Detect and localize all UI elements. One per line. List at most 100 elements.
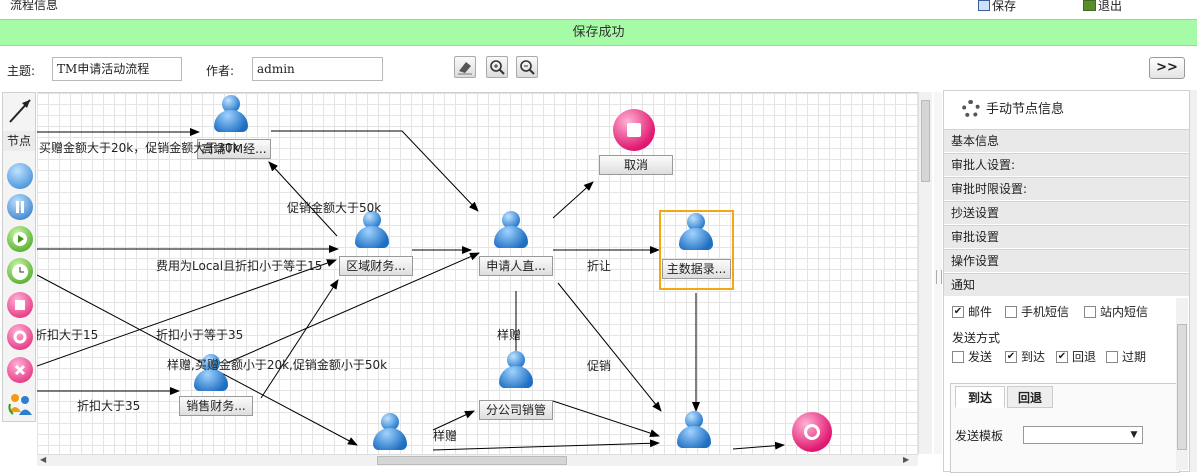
panel-scrollbar[interactable] bbox=[1176, 298, 1188, 470]
edge-label: 样赠,买赠金额小于20k,促销金额小于50k bbox=[167, 358, 388, 372]
save-icon bbox=[978, 0, 990, 11]
exit-button-label: 退出 bbox=[1098, 0, 1123, 13]
author-label: 作者: bbox=[206, 64, 235, 78]
node-master-data-icon[interactable] bbox=[667, 213, 727, 259]
eraser-button[interactable] bbox=[454, 56, 476, 78]
section-approver[interactable]: 审批人设置: bbox=[944, 153, 1189, 176]
node-applicant[interactable]: 申请人直... bbox=[479, 256, 553, 276]
checkbox-arrive[interactable]: ✔ 到达 bbox=[1005, 348, 1045, 365]
node-sales-finance[interactable]: 销售财务... bbox=[179, 396, 253, 416]
node-branch-sales-icon[interactable] bbox=[487, 351, 547, 397]
vertical-scroll-thumb[interactable] bbox=[921, 100, 930, 182]
checkbox-rollback-box[interactable]: ✔ bbox=[1056, 350, 1068, 363]
zoom-in-button[interactable] bbox=[486, 56, 508, 78]
palette-cancel-icon[interactable] bbox=[7, 357, 33, 383]
scroll-right-icon[interactable]: ▶ bbox=[903, 455, 910, 464]
checkbox-rollback[interactable]: ✔ 回退 bbox=[1056, 348, 1096, 365]
edge-label: 折扣大于35 bbox=[77, 399, 141, 413]
scroll-left-icon[interactable]: ◀ bbox=[40, 455, 47, 464]
pause-glyph bbox=[16, 201, 24, 213]
node-tm-manager[interactable]: 高端TM经... bbox=[197, 139, 271, 159]
checkbox-email-label: 邮件 bbox=[968, 305, 993, 319]
canvas-horizontal-scrollbar[interactable]: ◀ ▶ bbox=[37, 454, 918, 466]
section-approval[interactable]: 审批设置 bbox=[944, 225, 1189, 248]
checkbox-site-msg[interactable]: 站内短信 bbox=[1084, 303, 1148, 320]
checkbox-expire[interactable]: 过期 bbox=[1106, 348, 1146, 365]
checkbox-site-msg-label: 站内短信 bbox=[1100, 305, 1149, 319]
checkbox-expire-box[interactable] bbox=[1106, 350, 1118, 363]
edge-final-to-end bbox=[732, 441, 785, 450]
node-sales-finance-icon[interactable] bbox=[182, 354, 242, 400]
flow-canvas[interactable]: 高端TM经... 区域财务... 申请人直... 主数据录... 分公司销管 销… bbox=[37, 92, 919, 455]
palette-multi-user-icon[interactable] bbox=[6, 390, 34, 418]
selected-node-highlight bbox=[659, 210, 734, 290]
checkbox-site-msg-box[interactable] bbox=[1084, 305, 1096, 318]
checkbox-send-box[interactable] bbox=[952, 350, 964, 363]
node-branch-sales[interactable]: 分公司销管 bbox=[479, 400, 553, 420]
node-bottom-task-icon[interactable] bbox=[361, 413, 421, 455]
edge-sales-to-region bbox=[260, 279, 339, 399]
checkbox-rollback-label: 回退 bbox=[1072, 350, 1097, 364]
tab-rollback[interactable]: 回退 bbox=[1007, 386, 1053, 408]
palette-start-icon[interactable] bbox=[7, 226, 33, 252]
save-button-label: 保存 bbox=[992, 0, 1017, 13]
palette-stop-icon[interactable] bbox=[7, 292, 33, 318]
edge-start-to-region-2 bbox=[37, 259, 337, 367]
section-cc[interactable]: 抄送设置 bbox=[944, 201, 1189, 224]
checkbox-email[interactable]: ✔ 邮件 bbox=[952, 303, 992, 320]
section-basic-info[interactable]: 基本信息 bbox=[944, 129, 1189, 152]
checkbox-email-box[interactable]: ✔ bbox=[952, 305, 964, 318]
subject-input[interactable]: TM申请活动流程 bbox=[52, 57, 182, 81]
tab-arrive[interactable]: 到达 bbox=[955, 386, 1005, 408]
node-applicant-icon[interactable] bbox=[482, 211, 542, 257]
section-operation[interactable]: 操作设置 bbox=[944, 249, 1189, 272]
node-final-task-icon[interactable] bbox=[665, 411, 725, 455]
stop-glyph bbox=[15, 300, 25, 310]
canvas-vertical-scrollbar[interactable] bbox=[918, 92, 932, 454]
section-notify[interactable]: 通知 bbox=[944, 273, 1189, 296]
edge-bottom-to-final bbox=[432, 439, 660, 451]
edge-label: 买赠金额大于20k，促销金额大于30k bbox=[39, 141, 240, 155]
pointer-tool[interactable] bbox=[7, 95, 33, 125]
checkbox-send[interactable]: 发送 bbox=[952, 348, 992, 365]
section-time-limit[interactable]: 审批时限设置: bbox=[944, 177, 1189, 200]
save-button[interactable]: 保存 bbox=[978, 0, 1016, 14]
template-select[interactable] bbox=[1023, 426, 1143, 444]
node-region-finance-icon[interactable] bbox=[343, 211, 403, 257]
node-tm-manager-icon[interactable] bbox=[202, 95, 262, 141]
node-master-data[interactable]: 主数据录... bbox=[662, 259, 731, 279]
panel-title: 手动节点信息 bbox=[986, 102, 1065, 117]
node-cancel[interactable]: 取消 bbox=[599, 155, 673, 175]
panel-header: 手动节点信息 bbox=[944, 91, 1189, 129]
splitter-grip[interactable] bbox=[936, 270, 942, 284]
palette-timer-icon[interactable] bbox=[7, 258, 33, 284]
users-glyph bbox=[8, 394, 32, 415]
author-input[interactable]: admin bbox=[252, 57, 383, 81]
panel-scroll-thumb[interactable] bbox=[1177, 324, 1187, 450]
checkbox-sms[interactable]: 手机短信 bbox=[1005, 303, 1069, 320]
palette-task-icon[interactable] bbox=[7, 163, 33, 189]
palette-end-icon[interactable] bbox=[7, 324, 33, 350]
end-node-icon[interactable] bbox=[792, 412, 832, 452]
zoom-out-icon bbox=[520, 60, 535, 75]
panel-splitter[interactable] bbox=[934, 92, 942, 454]
exit-button[interactable]: 退出 bbox=[1083, 0, 1122, 14]
expand-panel-button[interactable]: >> bbox=[1149, 57, 1185, 79]
checkbox-sms-box[interactable] bbox=[1005, 305, 1017, 318]
exit-icon bbox=[1083, 0, 1096, 11]
palette-pause-icon[interactable] bbox=[7, 194, 33, 220]
title-bar: 流程信息 保存 退出 bbox=[0, 0, 1197, 14]
node-region-finance[interactable]: 区域财务... bbox=[339, 256, 413, 276]
window-scrollbar[interactable] bbox=[1190, 90, 1197, 472]
cancel-stop-icon[interactable] bbox=[613, 109, 655, 151]
edge-applicant-to-final bbox=[557, 282, 662, 412]
clock-glyph bbox=[12, 264, 28, 280]
chevron-down-icon[interactable]: ▼ bbox=[1130, 430, 1138, 440]
checkbox-arrive-box[interactable]: ✔ bbox=[1005, 350, 1017, 363]
flow-info-form: 主题: TM申请活动流程 作者: admin >> bbox=[0, 52, 1197, 86]
horizontal-scroll-thumb[interactable] bbox=[377, 456, 567, 465]
edge-tm-to-applicant bbox=[271, 130, 479, 212]
edge-label: 折扣小于等于35 bbox=[156, 328, 244, 342]
zoom-out-button[interactable] bbox=[516, 56, 538, 78]
play-glyph bbox=[13, 232, 27, 246]
